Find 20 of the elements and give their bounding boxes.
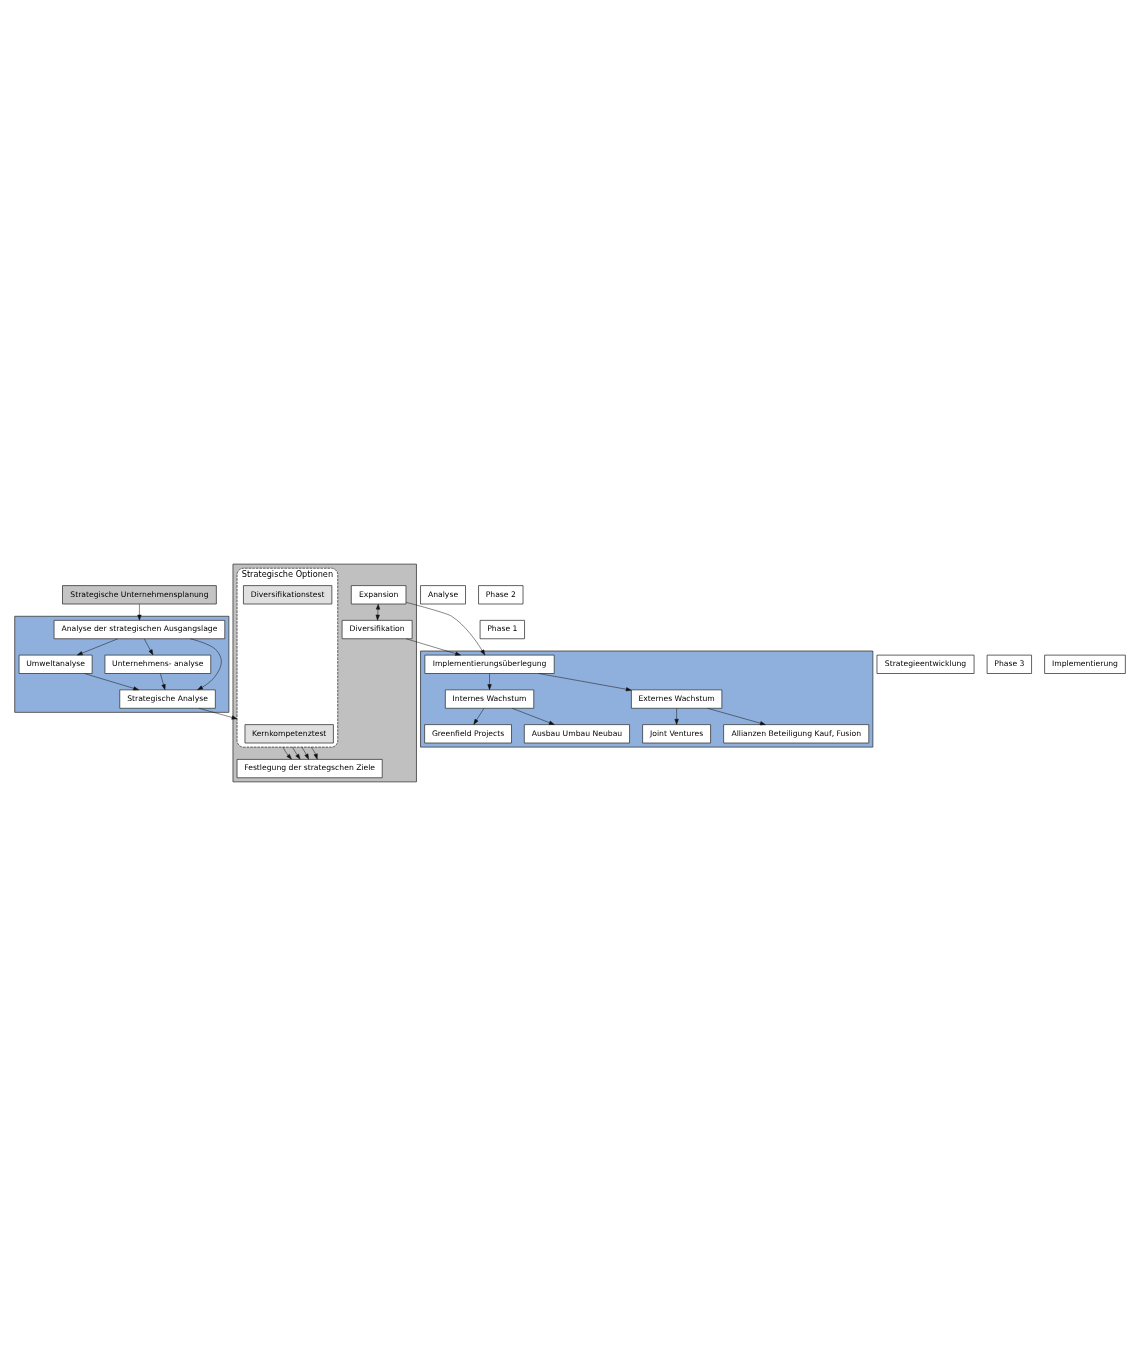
arrow xyxy=(84,673,139,691)
arrow xyxy=(674,708,679,725)
arrow xyxy=(292,746,301,760)
arrow xyxy=(405,602,486,656)
arrow xyxy=(512,708,555,725)
arrow xyxy=(487,673,492,690)
arrow xyxy=(707,708,766,726)
arrow xyxy=(190,638,222,691)
arrow xyxy=(77,638,118,656)
arrow xyxy=(144,638,154,656)
arrow xyxy=(198,708,238,720)
arrow xyxy=(282,746,292,760)
arrow xyxy=(538,673,632,692)
arrow xyxy=(137,603,142,621)
arrow xyxy=(375,603,381,621)
arrow xyxy=(301,746,309,760)
arrow xyxy=(160,673,166,690)
arrow xyxy=(473,708,485,725)
arrow xyxy=(405,638,461,656)
arrow xyxy=(310,746,318,760)
